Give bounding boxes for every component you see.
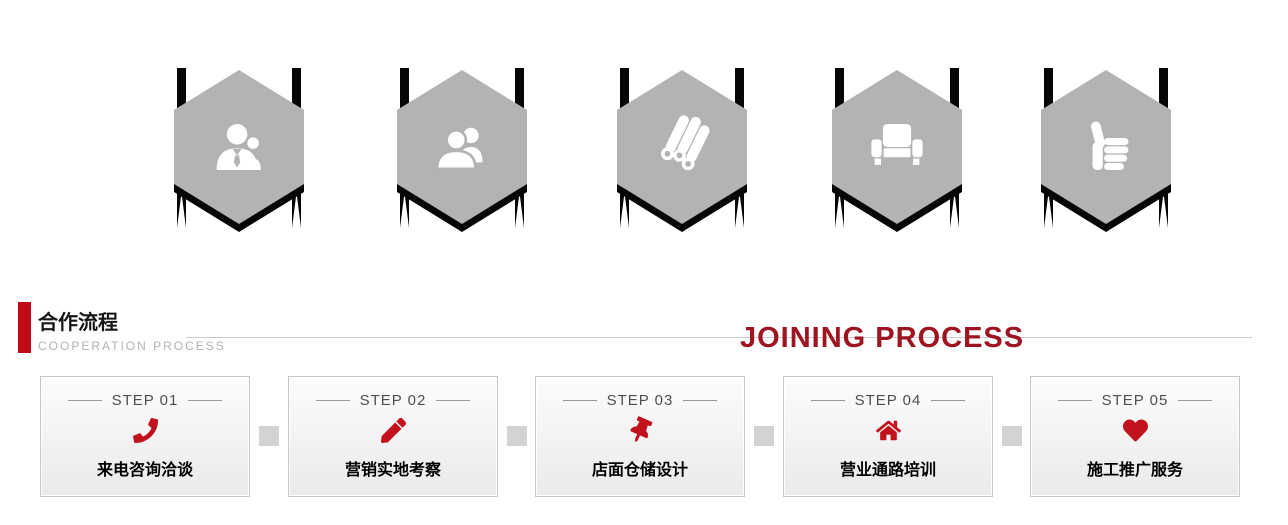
step-card: STEP 04 营业通路培训	[783, 376, 993, 497]
step-header: STEP 02	[315, 392, 471, 409]
step-header: STEP 01	[67, 392, 223, 409]
pushpin-icon	[628, 415, 653, 448]
step-rule	[1057, 400, 1092, 401]
phone-icon	[132, 417, 158, 448]
hexagon-badge	[393, 66, 531, 236]
section-slogan: JOINING PROCESS	[740, 322, 1025, 354]
step-header: STEP 04	[810, 392, 966, 409]
step-title: 来电咨询洽谈	[96, 462, 193, 479]
step-rule	[1178, 400, 1213, 401]
section-title: 合作流程	[38, 312, 118, 334]
step-title: 店面仓储设计	[591, 462, 688, 479]
logs-icon	[661, 115, 710, 171]
step-rule	[562, 400, 597, 401]
heart-icon	[1122, 418, 1148, 448]
hexagon-badge	[1037, 66, 1175, 236]
divider-line	[186, 337, 1252, 338]
hexagon-badge	[613, 66, 751, 236]
step-card: STEP 05 施工推广服务	[1030, 376, 1240, 497]
step-rule	[810, 400, 845, 401]
pencil-icon	[380, 417, 406, 448]
step-card: STEP 01 来电咨询洽谈	[40, 376, 250, 497]
armchair-icon	[871, 123, 923, 165]
step-label: STEP 05	[1101, 392, 1169, 409]
step-rule	[436, 400, 471, 401]
step-rule	[931, 400, 966, 401]
step-rule	[683, 400, 718, 401]
accent-bar	[18, 302, 31, 353]
step-header: STEP 05	[1057, 392, 1213, 409]
step-connector	[1002, 426, 1022, 446]
step-connector	[754, 426, 774, 446]
step-title: 营业通路培训	[839, 462, 936, 479]
businessman-icon	[216, 123, 261, 171]
home-icon	[875, 418, 901, 448]
step-label: STEP 02	[359, 392, 427, 409]
hexagon-badge	[170, 66, 308, 236]
step-rule	[315, 400, 350, 401]
step-title: 施工推广服务	[1086, 462, 1183, 479]
section-subtitle: COOPERATION PROCESS	[38, 339, 226, 353]
step-connector	[259, 426, 279, 446]
group-icon	[435, 127, 483, 171]
step-label: STEP 04	[854, 392, 922, 409]
step-connector	[507, 426, 527, 446]
step-label: STEP 03	[606, 392, 674, 409]
step-label: STEP 01	[111, 392, 179, 409]
hexagon-badge	[828, 66, 966, 236]
step-rule	[188, 400, 223, 401]
step-card: STEP 03 店面仓储设计	[535, 376, 745, 497]
step-rule	[67, 400, 102, 401]
step-card: STEP 02 营销实地考察	[288, 376, 498, 497]
step-header: STEP 03	[562, 392, 718, 409]
step-title: 营销实地考察	[344, 462, 441, 479]
thumbs-up-icon	[1091, 121, 1129, 171]
